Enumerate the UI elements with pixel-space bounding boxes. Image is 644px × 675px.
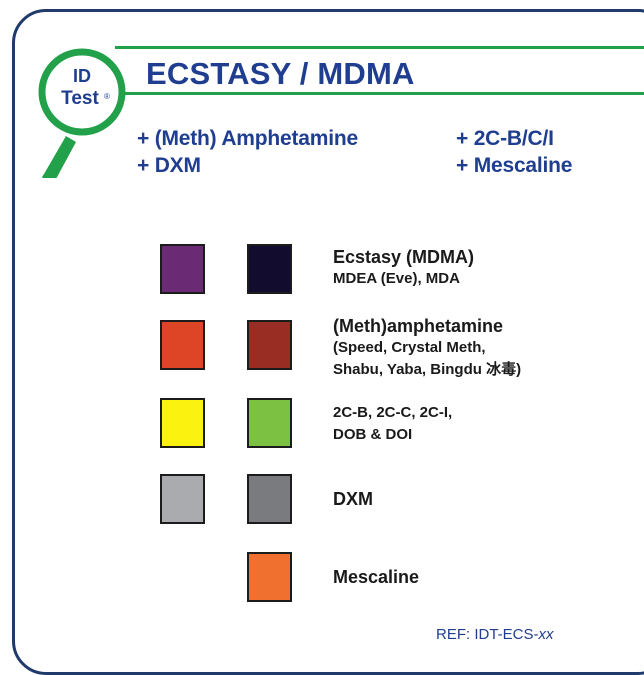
result-dxm-label: DXM <box>333 489 373 509</box>
swatch-ecstasy-1 <box>160 244 205 294</box>
swatch-ecstasy-2 <box>247 244 292 294</box>
also-detects-mescaline: + Mescaline <box>456 154 573 177</box>
magnifier-logo-icon: ID Test ® <box>38 48 126 178</box>
result-meth-detail-2: Shabu, Yaba, Bingdu 冰毒) <box>333 361 522 378</box>
swatch-dxm-1 <box>160 474 205 524</box>
also-detects-2c: + 2C-B/C/I <box>456 127 554 150</box>
swatch-mescaline <box>247 552 292 602</box>
header-bottom-line <box>115 92 644 95</box>
result-ecstasy-label: Ecstasy (MDMA) <box>333 247 475 267</box>
swatch-meth-1 <box>160 320 205 370</box>
reference-prefix: REF: IDT-ECS- <box>436 626 539 643</box>
result-ecstasy-detail: MDEA (Eve), MDA <box>333 270 460 287</box>
test-title: ECSTASY / MDMA <box>146 56 415 91</box>
reference-suffix: xx <box>538 626 554 643</box>
reference-code: REF: IDT-ECS-xx <box>436 626 554 643</box>
result-meth-label: (Meth)amphetamine <box>333 316 504 336</box>
result-mescaline: Mescaline <box>333 566 419 588</box>
header-top-line <box>115 46 644 49</box>
registered-mark: ® <box>104 92 110 101</box>
swatch-2c-1 <box>160 398 205 448</box>
result-ecstasy: Ecstasy (MDMA) MDEA (Eve), MDA <box>333 246 474 290</box>
test-card <box>12 9 644 675</box>
also-detects-dxm: + DXM <box>137 154 201 177</box>
result-2c-label: 2C-B, 2C-C, 2C-I, <box>333 404 453 421</box>
swatch-dxm-2 <box>247 474 292 524</box>
logo-line-2: Test <box>61 88 99 109</box>
result-dxm: DXM <box>333 488 373 510</box>
also-detects-amphetamine: + (Meth) Amphetamine <box>137 127 358 150</box>
swatch-meth-2 <box>247 320 292 370</box>
result-2c: 2C-B, 2C-C, 2C-I, DOB & DOI <box>333 402 452 446</box>
logo-line-1: ID <box>73 66 91 86</box>
result-meth: (Meth)amphetamine (Speed, Crystal Meth, … <box>333 315 521 381</box>
result-2c-detail: DOB & DOI <box>333 426 413 443</box>
swatch-2c-2 <box>247 398 292 448</box>
result-mescaline-label: Mescaline <box>333 567 420 587</box>
result-meth-detail-1: (Speed, Crystal Meth, <box>333 339 486 356</box>
